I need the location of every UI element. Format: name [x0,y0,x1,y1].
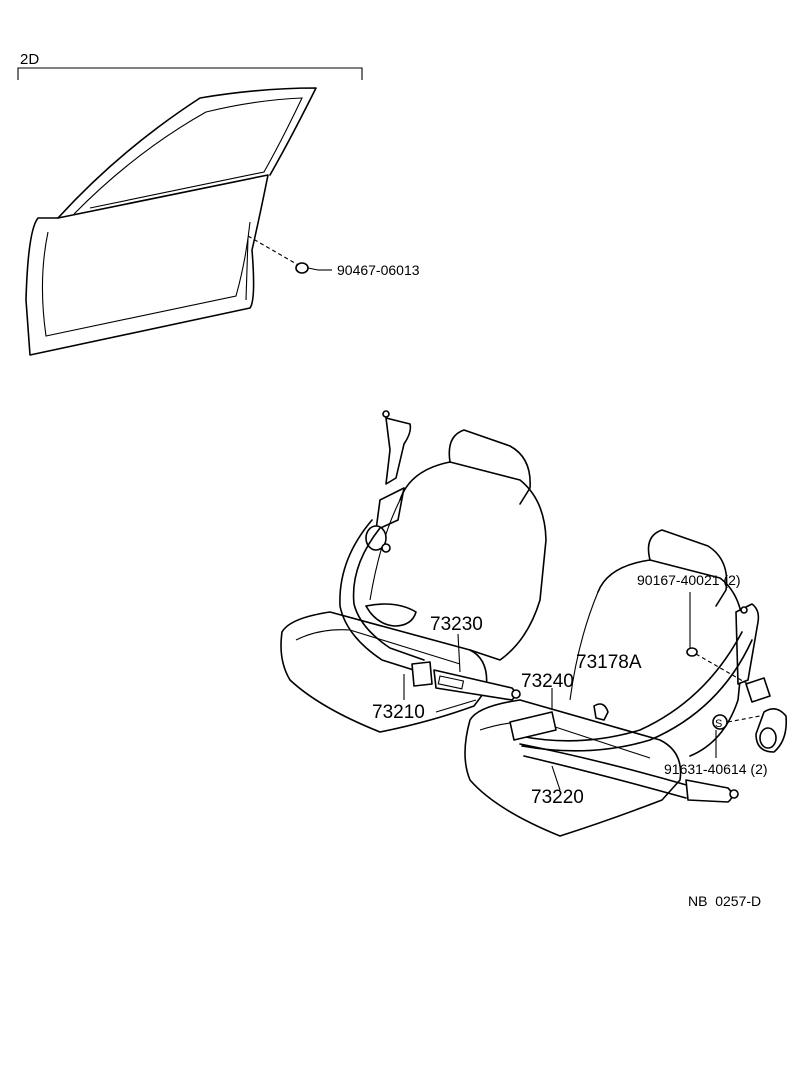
standard-part-s-icon: S [712,714,728,730]
bolt-90467-icon [295,262,332,274]
part-label-73220: 73220 [531,787,584,808]
part-label-73210: 73210 [372,702,425,723]
part-label-90467-06013: 90467-06013 [337,262,420,278]
section-bracket [17,67,363,80]
part-label-91631-40614: 91631-40614 (2) [664,761,768,777]
part-label-73178a: 73178A [576,652,642,673]
rear-belt [339,410,521,701]
section-label: 2D [20,51,39,68]
diagram-code: NB 0257-D [688,893,761,909]
part-label-73230: 73230 [430,614,483,635]
part-label-73240: 73240 [521,671,574,692]
svg-text:S: S [715,718,722,730]
front-belt [509,603,788,803]
bolt-90167-icon [686,647,698,657]
door-panel [25,87,317,356]
part-label-90167-40021: 90167-40021 (2) [637,572,741,588]
